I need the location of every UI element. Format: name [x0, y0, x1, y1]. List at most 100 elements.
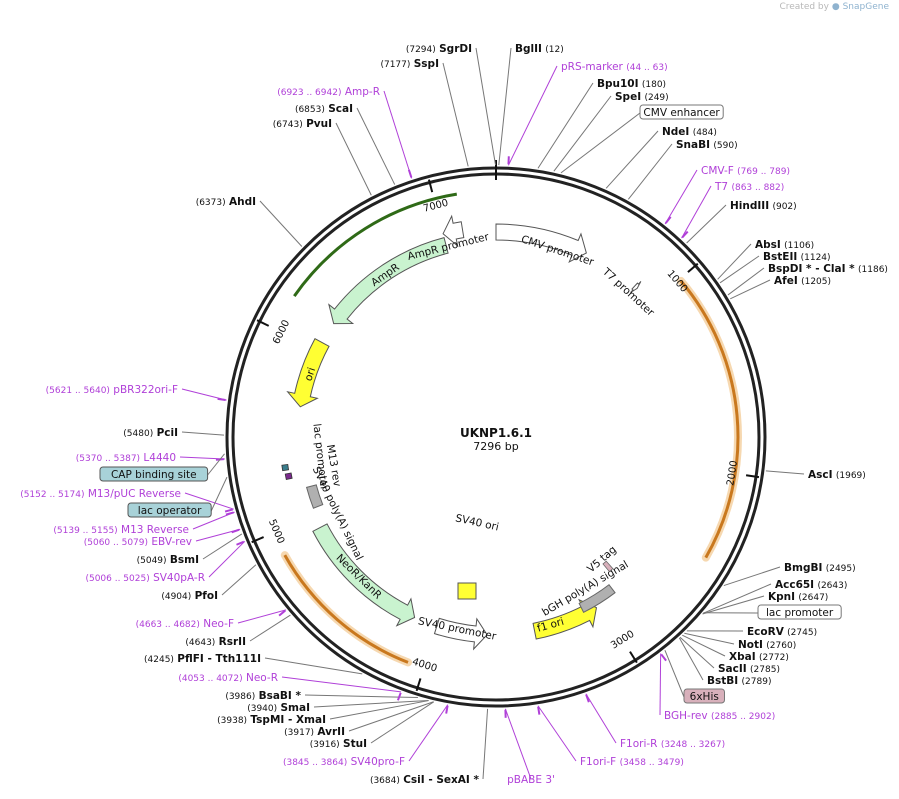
leader-line	[702, 583, 772, 614]
enzyme-name: BstBI	[707, 675, 738, 687]
tick-mark	[415, 678, 422, 692]
leader-line	[723, 566, 781, 587]
enzyme-name: PflFI - Tth111I	[177, 653, 261, 665]
tick-mark	[256, 319, 270, 327]
cap-site-mark	[281, 463, 290, 472]
primer-label: pRS-marker (44 .. 63)	[561, 61, 668, 73]
enzyme-name: KpnI	[768, 591, 795, 603]
enzyme-name: SpeI	[615, 91, 641, 103]
leader-line	[281, 676, 402, 693]
primer-marker	[217, 397, 226, 401]
feature-cmv-promoter	[495, 223, 587, 263]
enzyme-coord: (2495)	[826, 564, 856, 574]
primer-name: EBV-rev	[151, 536, 192, 548]
green-arc	[293, 192, 458, 297]
leader-line	[717, 243, 752, 280]
orange-arc	[283, 554, 409, 664]
enzyme-coord: (7294)	[406, 45, 436, 55]
leader-line	[504, 708, 532, 780]
enzyme-label: EcoRV (2745)	[747, 626, 817, 638]
enzyme-label: NdeI (484)	[662, 126, 717, 138]
tick-label: 5000	[266, 518, 286, 546]
leader-line	[684, 632, 735, 645]
enzyme-label: BstEII (1124)	[763, 251, 831, 263]
boxed-label-box	[683, 688, 725, 704]
enzyme-name: AbsI	[755, 239, 781, 251]
feature-sv40-poly-a-signal	[305, 484, 324, 509]
primer-label: (5060 .. 5079) EBV-rev	[84, 536, 192, 548]
leader-line	[249, 614, 291, 642]
tick-mark	[629, 651, 638, 664]
leader-line	[304, 694, 418, 699]
leader-line	[210, 476, 228, 512]
primer-label: (3845 .. 3864) SV40pro-F	[283, 756, 405, 768]
snapgene-logo-icon: ●	[831, 2, 840, 12]
leader-line	[664, 650, 685, 698]
primer-coord: (5152 .. 5174)	[20, 490, 84, 500]
boxed-label-cmv-enhancer: CMV enhancer	[643, 107, 720, 119]
tick-mark	[745, 474, 760, 479]
enzyme-coord: (2789)	[742, 677, 772, 687]
watermark-prefix: Created by	[779, 2, 829, 12]
orange-arc	[679, 279, 740, 559]
enzyme-coord: (7177)	[380, 60, 410, 70]
enzyme-label: (5049) BsmI	[137, 554, 199, 566]
leader-line	[686, 204, 727, 244]
primer-coord: (3248 .. 3267)	[661, 740, 725, 750]
leader-line	[408, 704, 449, 762]
enzyme-coord: (4245)	[144, 655, 174, 665]
primer-coord: (5370 .. 5387)	[76, 454, 140, 464]
boxed-label-lac-operator: lac operator	[138, 505, 202, 517]
enzyme-label: SacII (2785)	[718, 663, 780, 675]
primer-name: Neo-F	[203, 618, 234, 630]
boxed-label-lac-promoter: lac promoter	[766, 607, 834, 619]
primer-coord: (5621 .. 5640)	[46, 386, 110, 396]
leader-line	[202, 533, 243, 560]
primer-name: pBR322ori-F	[113, 384, 178, 396]
enzyme-coord: (249)	[644, 93, 668, 103]
enzyme-label: AfeI (1205)	[774, 275, 831, 287]
enzyme-name: PciI	[157, 427, 178, 439]
enzyme-name: AhdI	[229, 196, 256, 208]
leader-line	[356, 107, 396, 185]
primer-name: pBABE 3'	[507, 774, 555, 786]
primer-coord: (6923 .. 6942)	[277, 88, 341, 98]
enzyme-name: SgrDI	[439, 43, 472, 55]
enzyme-coord: (5480)	[123, 429, 153, 439]
leader-line	[727, 267, 765, 296]
enzyme-coord: (484)	[693, 128, 717, 138]
tick-label: 6000	[271, 318, 292, 346]
leader-line	[207, 453, 225, 476]
leader-line	[664, 169, 698, 225]
boxed-label-box	[639, 104, 724, 120]
enzyme-coord: (2745)	[787, 628, 817, 638]
enzyme-coord: (590)	[713, 141, 737, 151]
leader-line	[560, 112, 641, 174]
feature-ampr	[328, 237, 449, 325]
primer-name: M13/pUC Reverse	[88, 488, 181, 500]
leader-line	[335, 122, 372, 196]
leader-line	[678, 637, 704, 681]
enzyme-label: (4904) PfoI	[161, 590, 218, 602]
enzyme-coord: (5049)	[137, 556, 167, 566]
enzyme-name: ScaI	[328, 103, 353, 115]
primer-label: CMV-F (769 .. 789)	[701, 165, 790, 177]
primer-marker	[660, 653, 667, 662]
leader-line	[498, 47, 512, 166]
primer-label: F1ori-F (3458 .. 3479)	[580, 756, 684, 768]
primer-name: pRS-marker	[561, 61, 624, 73]
leader-line	[627, 143, 673, 200]
primer-marker	[537, 706, 541, 715]
enzyme-name: StuI	[343, 738, 367, 750]
leader-line	[537, 705, 577, 762]
tick-mark	[687, 262, 699, 273]
enzyme-label: (3684) CsiI - SexAI *	[370, 774, 480, 786]
enzyme-label: HindIII (902)	[730, 200, 797, 212]
orange-arcs-group	[280, 192, 742, 667]
leader-line	[329, 700, 429, 720]
enzyme-name: BsaBI *	[259, 690, 302, 702]
primer-coord: (5060 .. 5079)	[84, 538, 148, 548]
primer-label: (4663 .. 4682) Neo-F	[136, 618, 234, 630]
leader-line	[719, 255, 760, 284]
enzyme-label: SnaBI (590)	[676, 139, 738, 151]
